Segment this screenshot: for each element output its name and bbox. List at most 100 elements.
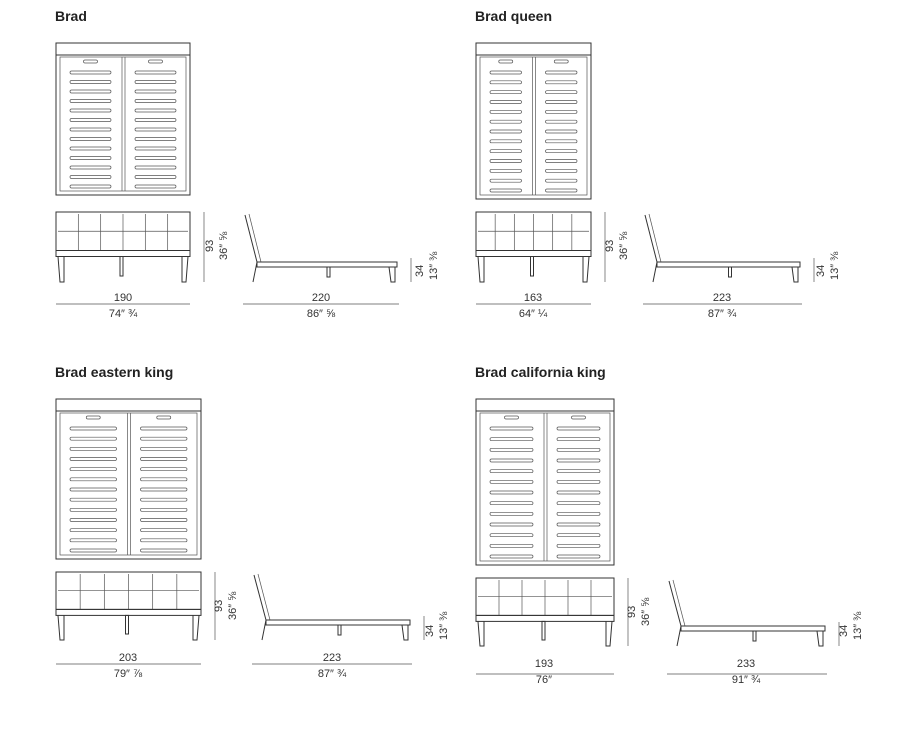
leg (388, 266, 396, 283)
center-leg (752, 630, 757, 642)
slat (134, 118, 177, 122)
slat (69, 528, 117, 533)
slat (489, 437, 534, 442)
slat (556, 447, 601, 452)
center-leg (728, 266, 732, 278)
slat (69, 80, 112, 84)
slat (69, 446, 117, 451)
side-headboard (248, 213, 262, 263)
slat (134, 99, 177, 103)
width-cm: 193 (534, 658, 554, 670)
length-in: 91″ ¾ (731, 674, 761, 686)
slat (545, 80, 578, 85)
slat (140, 548, 188, 553)
slat (489, 90, 522, 95)
slat (489, 188, 522, 193)
leg (477, 621, 485, 647)
center-leg (530, 256, 534, 277)
slat (69, 538, 117, 543)
slat (140, 538, 188, 543)
center-leg (119, 256, 124, 277)
slat (489, 543, 534, 548)
plan-outline (55, 398, 202, 560)
slat (134, 146, 177, 151)
slat (556, 479, 601, 484)
slat (545, 100, 578, 104)
slat (545, 159, 578, 163)
leg (401, 624, 409, 641)
slat (545, 178, 578, 183)
side-headboard (648, 213, 662, 263)
leg (57, 256, 65, 283)
length-cm: 223 (322, 652, 342, 664)
slat (134, 108, 177, 113)
bed-title: Brad california king (475, 364, 606, 380)
slat (556, 543, 601, 548)
slat (69, 436, 117, 441)
slat (134, 80, 177, 84)
slat (556, 426, 601, 431)
slat (134, 175, 177, 179)
width-in: 76″ (535, 674, 553, 686)
slat (489, 119, 522, 124)
side-headboard (257, 573, 271, 621)
slat (134, 156, 177, 160)
slat (556, 437, 601, 442)
leg (816, 630, 824, 647)
width-in: 79″ ⅞ (113, 668, 143, 680)
slat (69, 477, 117, 482)
slat (489, 80, 522, 85)
slat (69, 518, 117, 522)
pillow (85, 415, 101, 420)
slat (69, 487, 117, 492)
center-leg (326, 266, 331, 278)
width-in: 74″ ¾ (108, 308, 138, 320)
slat (556, 490, 601, 495)
slat (134, 184, 177, 189)
bed-rail (475, 614, 615, 622)
slat (140, 507, 188, 512)
slat (545, 149, 578, 154)
length-cm: 223 (712, 292, 732, 304)
slat (489, 554, 534, 559)
slat (69, 127, 112, 132)
side-headboard (668, 580, 682, 647)
width-cm: 190 (113, 292, 133, 304)
slat (69, 118, 112, 122)
slat (489, 178, 522, 183)
slat (556, 533, 601, 538)
pillow (553, 59, 569, 64)
pillow (83, 59, 98, 64)
slat (69, 137, 112, 141)
slat (69, 467, 117, 472)
slat (489, 511, 534, 516)
slat (69, 548, 117, 553)
slat (556, 554, 601, 559)
head-height-in: 36″ ⅝ (640, 597, 652, 626)
plan-inner-frame (59, 412, 198, 556)
bed-title: Brad queen (475, 8, 553, 24)
leg (181, 256, 189, 283)
slat (489, 149, 522, 154)
plan-outline (55, 42, 191, 196)
plan-inner-frame (479, 56, 588, 196)
slat (69, 497, 117, 502)
slat (545, 129, 578, 134)
pillow (571, 415, 586, 420)
slat (69, 175, 112, 179)
slat (69, 146, 112, 151)
slat (489, 458, 534, 463)
leg (192, 615, 200, 641)
slat (556, 469, 601, 474)
plan-inner-frame (479, 412, 611, 562)
center-leg (125, 614, 129, 635)
length-cm: 220 (311, 292, 331, 304)
side-rail (680, 625, 826, 632)
slat (489, 469, 534, 474)
center-leg (541, 620, 546, 641)
slat (140, 426, 188, 431)
leg (57, 615, 65, 641)
